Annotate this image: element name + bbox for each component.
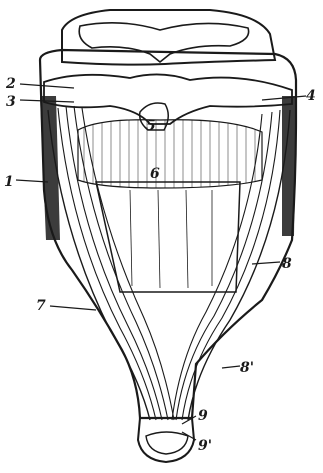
label-2: 2: [5, 76, 16, 92]
label-9-prime: 9': [198, 438, 212, 454]
label-5: 5: [146, 118, 156, 134]
label-8: 8: [282, 256, 292, 272]
upper-segment: [62, 10, 275, 65]
cut-face: [96, 182, 240, 292]
label-3: 3: [6, 94, 16, 110]
label-8-prime: 8': [240, 360, 254, 376]
label-1: 1: [4, 174, 14, 190]
label-9: 9: [198, 408, 208, 424]
label-7: 7: [36, 298, 46, 314]
label-4: 4: [306, 88, 316, 104]
grey-matter: [44, 74, 292, 130]
terminal-filament: [138, 418, 194, 462]
label-6: 6: [150, 166, 160, 182]
